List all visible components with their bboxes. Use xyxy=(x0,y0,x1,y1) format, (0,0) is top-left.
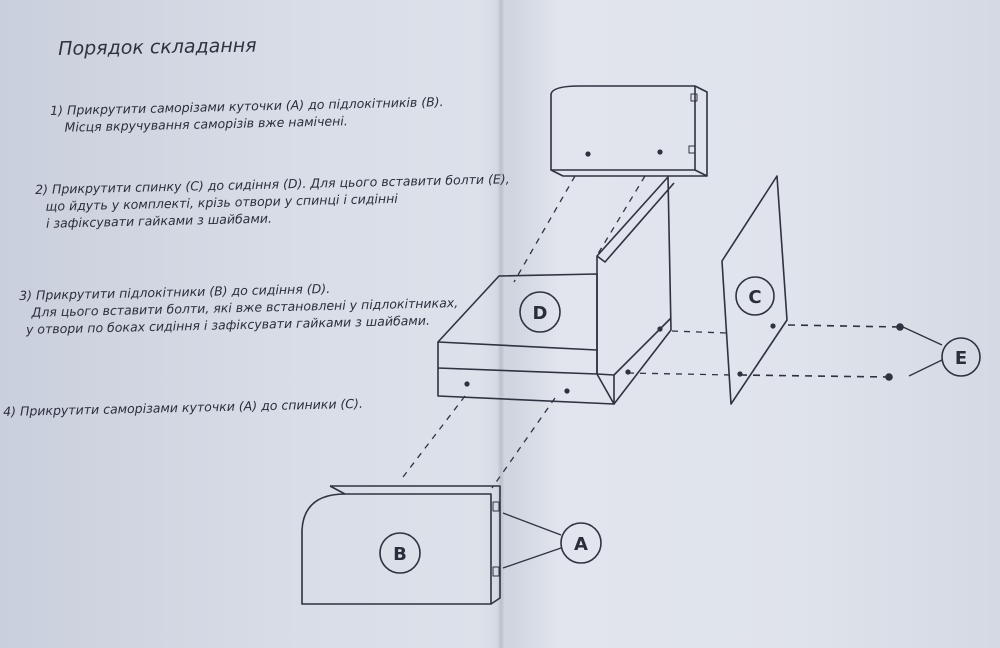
label-back: C xyxy=(748,287,761,308)
armrest-top xyxy=(550,85,708,177)
paper-fold xyxy=(497,0,505,648)
label-armrest: B xyxy=(393,544,407,565)
seat-d xyxy=(437,273,615,405)
assembly-guides xyxy=(402,175,734,489)
label-seat: D xyxy=(533,303,548,324)
label-bolts: E xyxy=(955,348,967,369)
label-circle-b xyxy=(379,532,421,574)
seat-back xyxy=(596,176,675,405)
label-circle-d xyxy=(519,291,561,333)
armrest-bottom xyxy=(301,485,501,605)
label-circle-a xyxy=(560,522,602,564)
label-circle-c xyxy=(735,276,775,316)
label-brackets: A xyxy=(574,534,588,555)
bolts-e xyxy=(739,323,904,381)
label-circle-e xyxy=(941,337,981,377)
leader-lines xyxy=(502,326,943,569)
